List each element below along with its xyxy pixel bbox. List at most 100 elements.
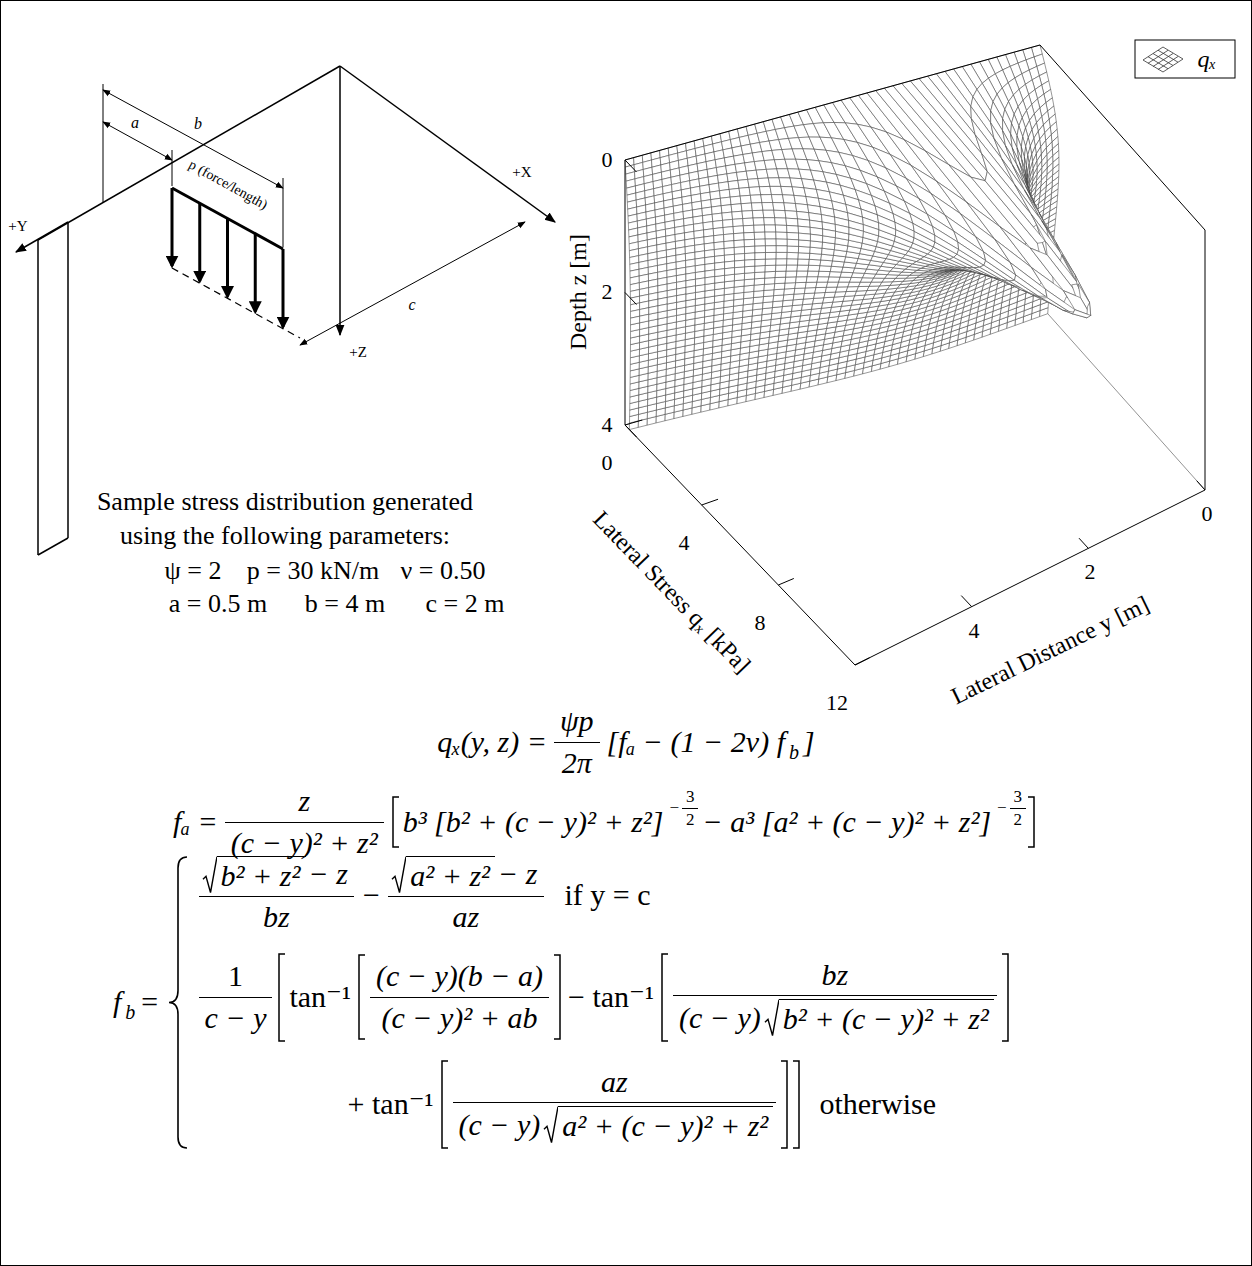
surface-cell [631,316,640,325]
surface-cell [725,268,735,276]
surface-cell [805,282,817,288]
surface-cell [935,235,959,254]
tick-label: 0 [602,452,613,474]
surface-cell [745,260,755,267]
surface-cell [784,203,797,212]
surface-cell [765,246,776,253]
wall-edge [67,222,69,538]
load-arrow [254,234,257,312]
load-arrow [198,203,201,281]
surface-cell [776,246,787,253]
surface-cell [781,186,794,195]
surface-cell [733,226,744,234]
surface-cell [731,204,742,212]
surface-cell [804,288,815,294]
plot-box-edge [625,420,642,425]
axis-label: +Y [8,219,27,234]
surface-cell [798,246,810,253]
surface-cell [649,306,658,314]
surface-cell [863,225,879,236]
surface-cell [746,170,758,179]
surface-cell [734,254,744,262]
surface-cell [741,203,752,211]
surface-cell [755,266,766,273]
surface-cell [730,196,741,205]
surface-cell [814,292,826,298]
surface-cell [798,253,810,260]
surface-cell [785,277,796,283]
surface-cell [712,213,722,221]
surface-cell [728,180,739,189]
plot-box-edge [1205,230,1206,490]
surface-cell [755,253,766,260]
surface-cell [809,259,821,265]
surface-cell [765,271,776,278]
surface-cell [758,178,770,187]
surface-cell [808,265,820,271]
surface-cell [798,259,810,265]
surface-cell [1033,161,1037,175]
surface-cell [784,288,795,294]
surface-cell [754,232,765,239]
surface-cell [723,227,733,235]
surface-cell [755,259,766,266]
dimension-label: c [408,297,415,313]
surface-cell [799,240,811,247]
surface-cell [776,252,787,258]
surface-cell [764,218,776,225]
surface-cell [816,282,828,288]
surface-cell [733,219,744,227]
load-arrow [226,219,229,297]
plot-box-edge [625,425,637,437]
plot-box-edge [625,425,855,665]
parameter-text: ψ = 2 [165,558,222,584]
surface-cell [784,283,795,289]
surface-cell [1037,161,1042,174]
surface-cell [754,284,764,291]
wall-top-edge [38,66,340,240]
surface-cell [795,282,806,288]
dimension-label: a [131,115,139,131]
surface-cell [724,254,734,262]
plot-box-edge [1079,538,1088,548]
surface-cell [895,222,914,237]
plot-box-edge [625,293,637,305]
axis-title: Lateral Distance y [m] [947,592,1152,709]
surface-cell [686,286,696,294]
x-axis-arrow [340,66,555,222]
surface-cell [732,211,743,219]
surface-cell [797,265,809,271]
surface-cell [744,239,755,246]
surface-cell [879,223,896,236]
tick-label: 2 [1085,561,1096,583]
surface-cell [749,187,761,196]
parameter-text: ν = 0.50 [401,558,486,584]
plot-box-edge [855,658,870,665]
surface-cell [787,239,798,246]
surface-cell [720,197,731,206]
plot-box-edge [625,160,637,172]
surface-cell [667,296,676,304]
surface-cell [754,278,765,285]
extension-line [172,150,173,186]
line-load [172,188,283,327]
surface-cell [735,163,746,173]
load-arrow [171,188,174,266]
axis-label: +X [512,165,531,180]
surface-cell [677,294,686,302]
surface-cell [786,271,797,277]
tick-label: 2 [602,281,613,303]
load-label: p (force/length) [186,158,269,213]
surface-cell [738,179,749,188]
surface-cell [762,203,774,211]
surface-cell [774,210,786,218]
stress-surface [625,45,1091,430]
surface-cell [764,290,775,297]
surface-cell [770,186,783,194]
surface-cell [734,240,744,248]
surface-cell [824,292,836,298]
surface-cell [1047,156,1053,168]
surface-cell [786,265,797,271]
surface-cell [829,272,842,277]
surface-cell [744,246,755,253]
